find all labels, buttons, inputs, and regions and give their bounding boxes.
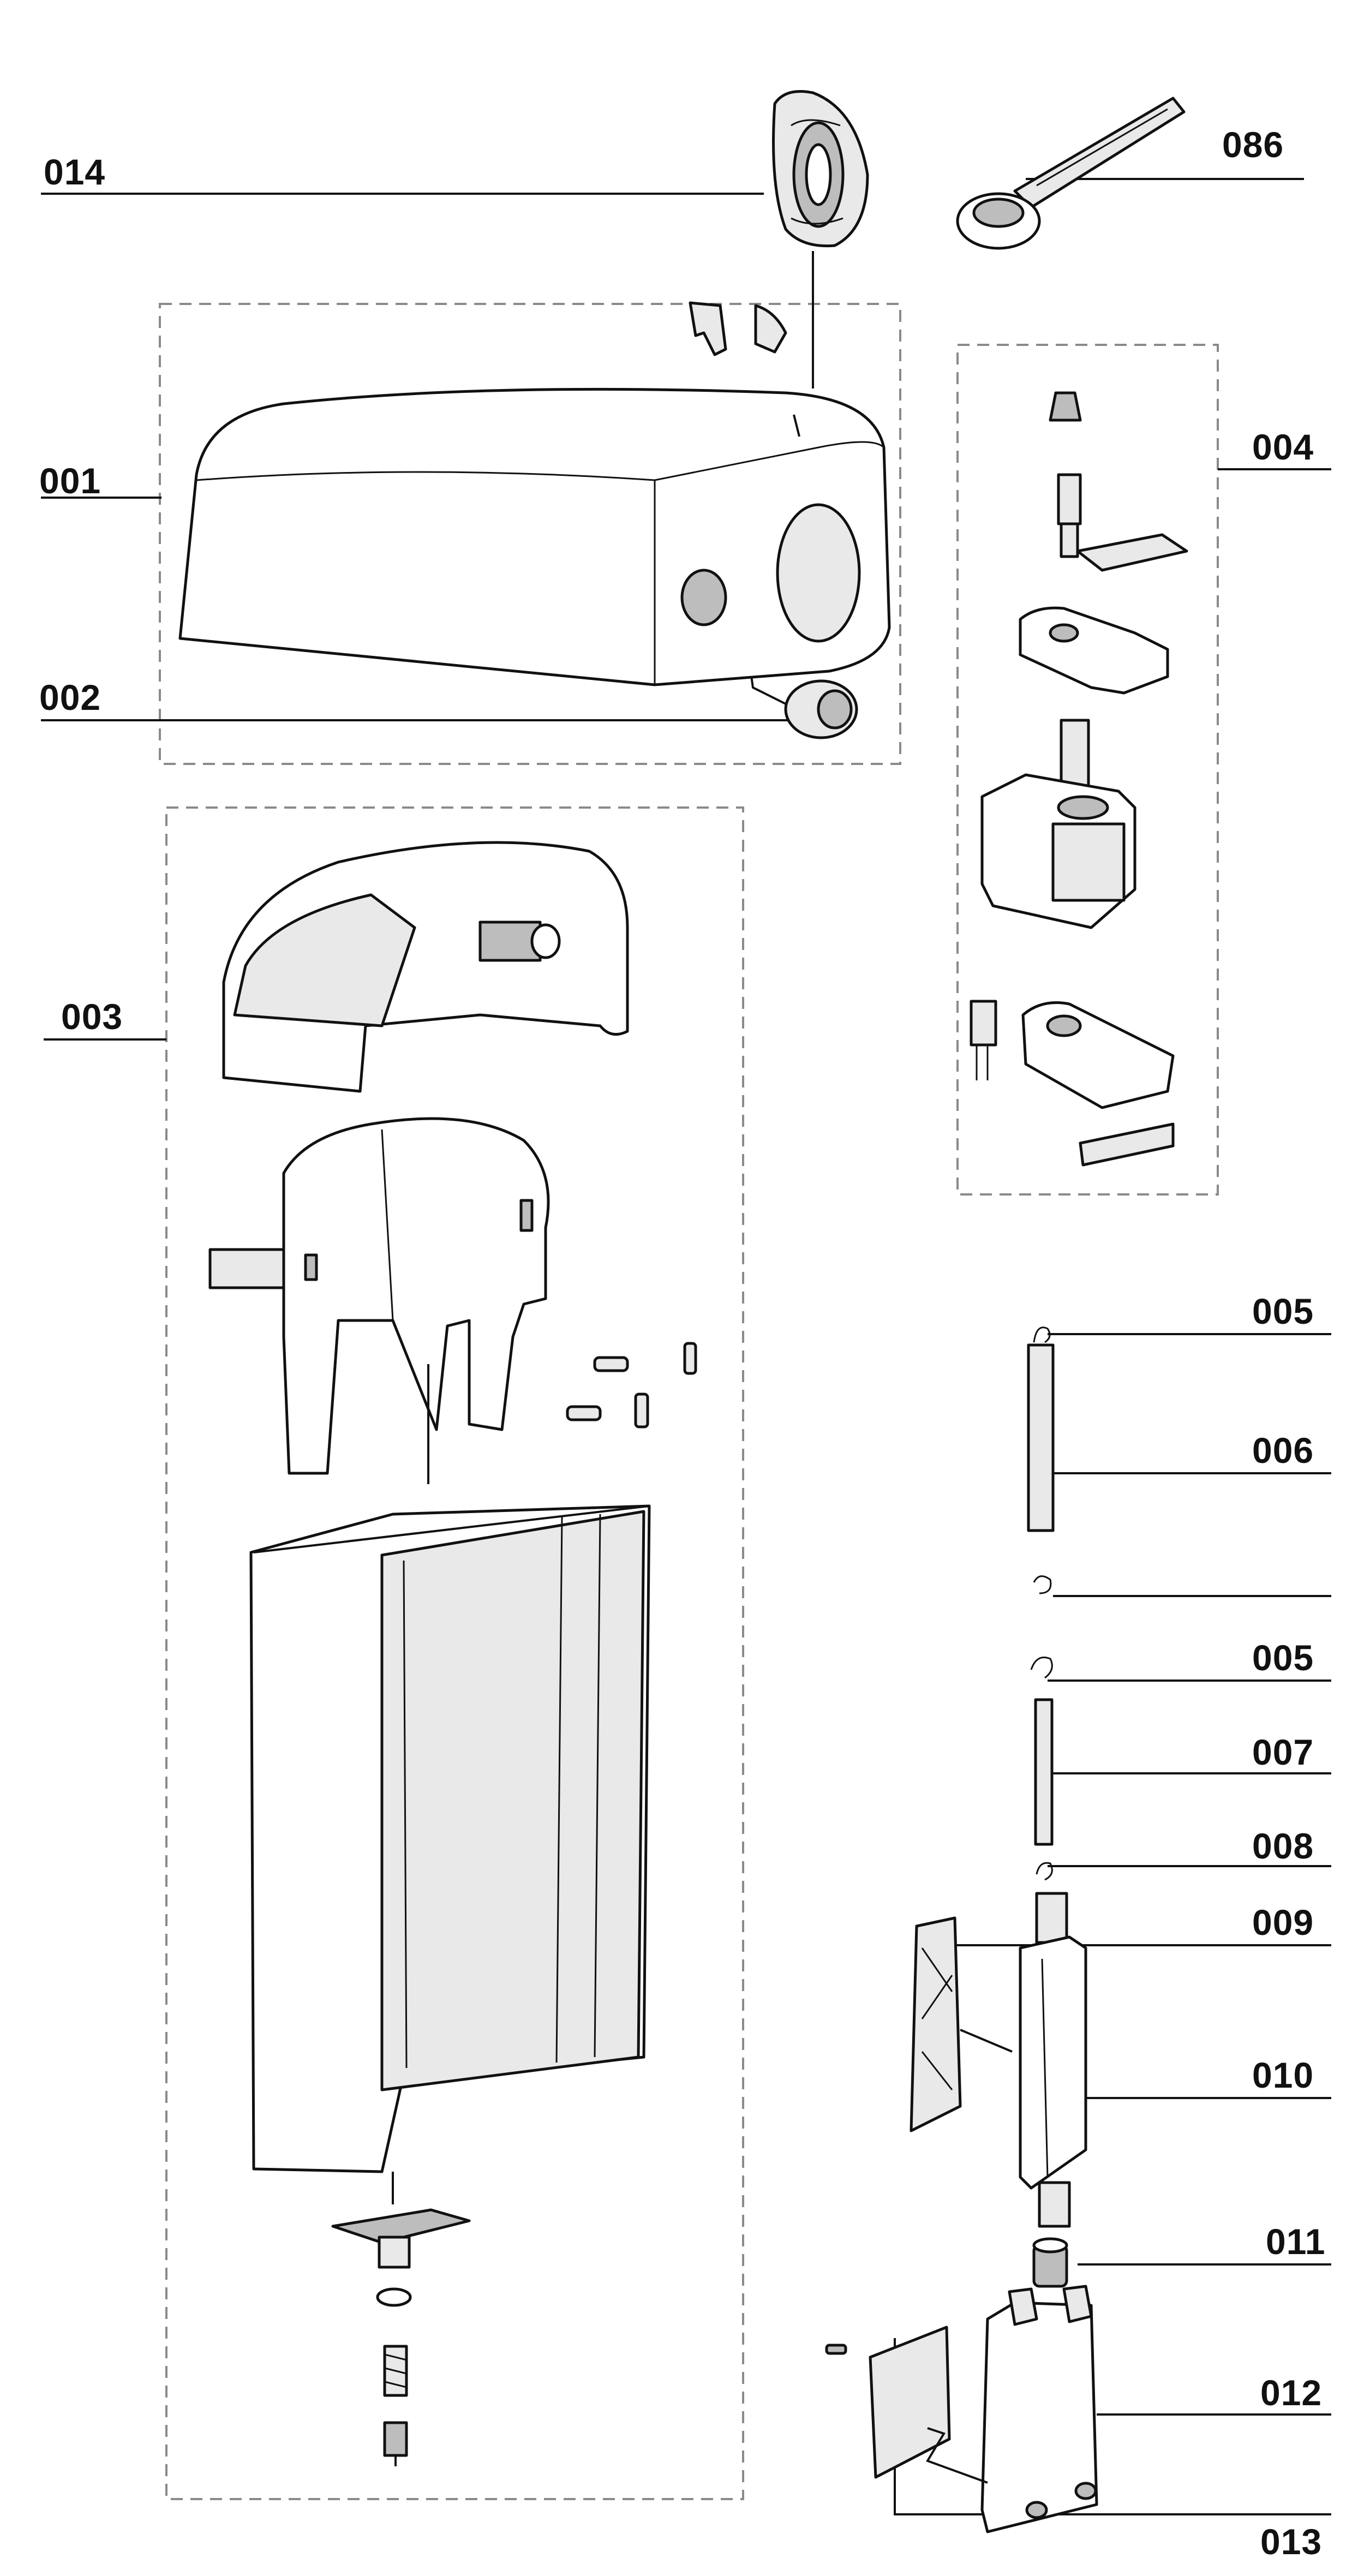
part-002-knob-icon: [784, 679, 858, 739]
label-007: 007: [1252, 1732, 1314, 1772]
part-013-plate-icon: [825, 2326, 988, 2484]
assembly-box-003: [165, 806, 744, 2500]
label-008: 008: [1252, 1826, 1314, 1866]
label-005-bottom: 005: [1252, 1637, 1314, 1678]
assembly-box-004: [956, 344, 1219, 1196]
part-003-screws-icon: [566, 1342, 697, 1429]
part-009-filter-icon: [910, 1916, 1013, 2132]
label-001: 001: [39, 461, 101, 501]
part-005-006-rod-icon: [1027, 1326, 1055, 1594]
label-009: 009: [1252, 1902, 1314, 1943]
part-011-cap-icon: [1032, 2237, 1068, 2288]
part-004-pump-icon: [970, 391, 1188, 1167]
part-003-inner-bracket-icon: [208, 1117, 550, 1484]
part-001-cover-icon: [178, 301, 891, 686]
label-003: 003: [61, 996, 123, 1037]
label-013: 013: [1260, 2521, 1323, 2562]
label-005-top: 005: [1252, 1291, 1314, 1331]
part-003-main-casing-icon: [249, 1504, 651, 2204]
label-014: 014: [44, 152, 106, 192]
label-004: 004: [1252, 427, 1314, 467]
part-005-007-008-pin-icon: [1030, 1657, 1054, 1881]
label-002: 002: [39, 677, 101, 718]
part-086-wrench-icon: [956, 97, 1186, 250]
label-086: 086: [1222, 124, 1284, 165]
label-010: 010: [1252, 2055, 1314, 2095]
part-012-base-icon: [980, 2285, 1098, 2533]
part-003-valve-stack-icon: [331, 2208, 471, 2466]
assembly-box-001: [159, 303, 901, 765]
label-012: 012: [1260, 2372, 1323, 2413]
part-014-ring-icon: [772, 90, 869, 248]
part-010-holder-icon: [1019, 1892, 1087, 2228]
label-011: 011: [1266, 2221, 1326, 2262]
part-003-upper-shield-icon: [222, 841, 629, 1093]
label-006: 006: [1252, 1430, 1314, 1471]
